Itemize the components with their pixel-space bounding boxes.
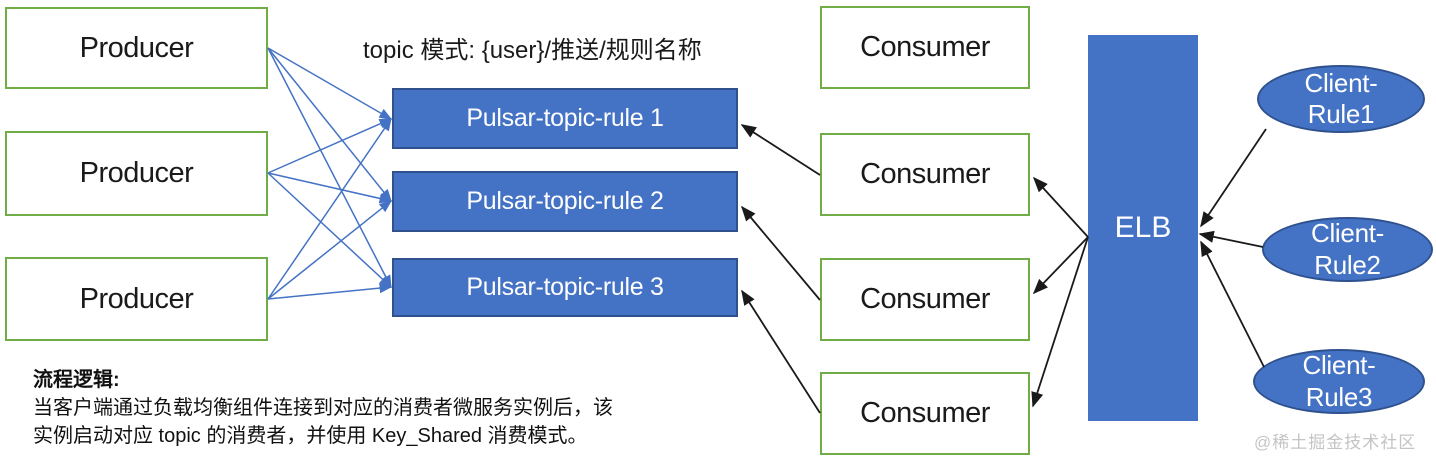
producer-label: Producer — [79, 282, 194, 315]
pulsar-topic-rule-label: Pulsar-topic-rule 3 — [466, 273, 664, 301]
consumer-box-1: Consumer — [820, 6, 1030, 89]
edge-producer2-rule2 — [267, 172, 393, 204]
edge-producer1-rule3 — [267, 47, 392, 289]
elb-box: ELB — [1088, 35, 1198, 421]
consumer-box-3: Consumer — [820, 258, 1030, 341]
edge-producer3-rule3 — [267, 283, 393, 300]
consumer-label: Consumer — [860, 31, 990, 63]
client-label-line: Rule3 — [1305, 381, 1373, 412]
process-notes: 流程逻辑: 当客户端通过负载均衡组件连接到对应的消费者微服务实例后，该 实例启动… — [33, 366, 613, 450]
client-label-line: Client- — [1304, 67, 1378, 98]
edge-client1-elb — [1200, 128, 1267, 228]
producer-box-1: Producer — [5, 7, 268, 89]
producer-box-2: Producer — [5, 131, 268, 216]
notes-line: 当客户端通过负载均衡组件连接到对应的消费者微服务实例后，该 — [33, 397, 613, 419]
client-label-line: Rule2 — [1314, 249, 1381, 280]
pulsar-topic-rule-box-3: Pulsar-topic-rule 3 — [392, 258, 738, 317]
topic-pattern-label: topic 模式: {user}/推送/规则名称 — [363, 37, 702, 64]
edge-consumer2-rule1 — [740, 124, 821, 176]
pulsar-topic-rule-label: Pulsar-topic-rule 2 — [466, 187, 664, 215]
pulsar-topic-rule-box-2: Pulsar-topic-rule 2 — [392, 171, 738, 232]
edge-client3-elb — [1200, 240, 1265, 368]
edge-producer2-rule3 — [267, 172, 392, 288]
consumer-box-4: Consumer — [820, 372, 1030, 455]
notes-heading: 流程逻辑: — [33, 369, 120, 391]
edge-elb-consumer4 — [1031, 236, 1089, 408]
client-rule3-ellipse: Client- Rule3 — [1253, 349, 1425, 414]
edge-elb-consumer3 — [1032, 236, 1089, 295]
producer-label: Producer — [79, 31, 194, 64]
consumer-label: Consumer — [860, 158, 990, 190]
consumer-label: Consumer — [860, 397, 990, 429]
client-label-line: Client- — [1302, 350, 1376, 381]
pulsar-topic-rule-label: Pulsar-topic-rule 1 — [466, 104, 664, 132]
consumer-box-2: Consumer — [820, 133, 1030, 216]
edge-producer1-rule2 — [267, 47, 392, 202]
watermark-text: @稀土掘金技术社区 — [1254, 433, 1417, 452]
client-label-line: Rule1 — [1307, 99, 1375, 129]
edge-producer3-rule1 — [267, 117, 392, 300]
notes-line: 实例启动对应 topic 的消费者，并使用 Key_Shared 消费模式。 — [33, 425, 588, 447]
edge-client2-elb — [1198, 230, 1264, 248]
edge-elb-consumer2 — [1032, 176, 1089, 238]
edge-producer2-rule1 — [267, 118, 393, 174]
producer-label: Producer — [79, 157, 194, 189]
producer-box-3: Producer — [5, 257, 268, 341]
edge-producer3-rule2 — [267, 200, 392, 300]
edge-consumer4-rule3 — [741, 289, 821, 414]
edge-consumer3-rule2 — [741, 205, 821, 301]
client-rule1-ellipse: Client- Rule1 — [1257, 65, 1425, 133]
client-label-line: Client- — [1310, 218, 1385, 249]
elb-label: ELB — [1114, 211, 1172, 244]
pulsar-topic-rule-box-1: Pulsar-topic-rule 1 — [392, 88, 738, 149]
client-rule2-ellipse: Client- Rule2 — [1262, 217, 1433, 282]
consumer-label: Consumer — [860, 283, 990, 315]
